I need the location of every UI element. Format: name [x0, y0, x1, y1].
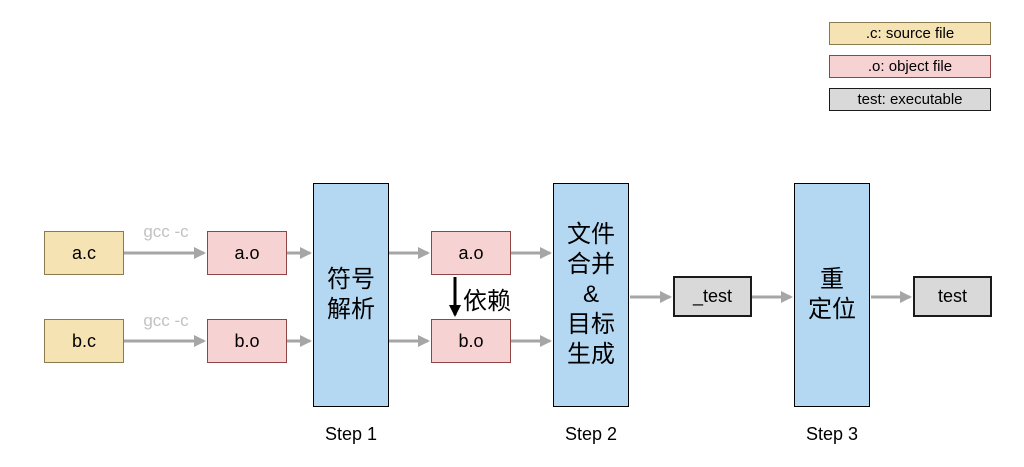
step-caption-2: Step 2 [564, 424, 618, 444]
node-label: b.o [458, 330, 484, 351]
process-label-line: 解析 [327, 296, 375, 323]
process-box-symbol-resolution: 符号 解析 [313, 183, 389, 407]
legend-label-object: .o: object file [867, 58, 953, 75]
node-label: b.c [71, 330, 96, 351]
node-label: a.c [71, 242, 96, 263]
legend-label-source: .c: source file [865, 25, 955, 42]
process-label: 文件 合并 & 目标 生成 [567, 220, 615, 370]
process-box-merge-generate: 文件 合并 & 目标 生成 [553, 183, 629, 407]
process-box-relocation: 重 定位 [794, 183, 870, 407]
step-caption-3: Step 3 [805, 424, 859, 444]
process-label-line: 文件 [567, 221, 615, 248]
process-label-line: 目标 [567, 311, 615, 338]
process-label-line: 合并 [567, 251, 615, 278]
process-label-line: 符号 [327, 266, 375, 293]
process-label-line: & [582, 281, 599, 308]
node-label: b.o [234, 330, 260, 351]
node-b-c: b.c [44, 319, 124, 363]
legend-item-object: .o: object file [829, 55, 991, 78]
edge-label-gcc-b: gcc -c [143, 311, 189, 330]
legend-item-source: .c: source file [829, 22, 991, 45]
node-b-o-first: b.o [207, 319, 287, 363]
process-label-line: 定位 [808, 296, 856, 323]
node-underscore-test: _test [673, 276, 752, 317]
process-label-line: 重 [820, 266, 844, 293]
process-label-line: 生成 [567, 341, 615, 368]
node-label: a.o [234, 242, 260, 263]
legend-label-executable: test: executable [857, 91, 963, 108]
edge-label-gcc-a: gcc -c [143, 222, 189, 241]
node-label: a.o [458, 242, 484, 263]
node-test: test [913, 276, 992, 317]
process-label: 重 定位 [808, 265, 856, 325]
process-label: 符号 解析 [327, 265, 375, 325]
node-a-c: a.c [44, 231, 124, 275]
step-caption-1: Step 1 [324, 424, 378, 444]
node-b-o-second: b.o [431, 319, 511, 363]
node-label: test [937, 286, 967, 306]
legend-item-executable: test: executable [829, 88, 991, 111]
node-a-o-second: a.o [431, 231, 511, 275]
node-a-o-first: a.o [207, 231, 287, 275]
dependency-label: 依赖 [463, 288, 511, 315]
node-label: _test [692, 286, 733, 306]
